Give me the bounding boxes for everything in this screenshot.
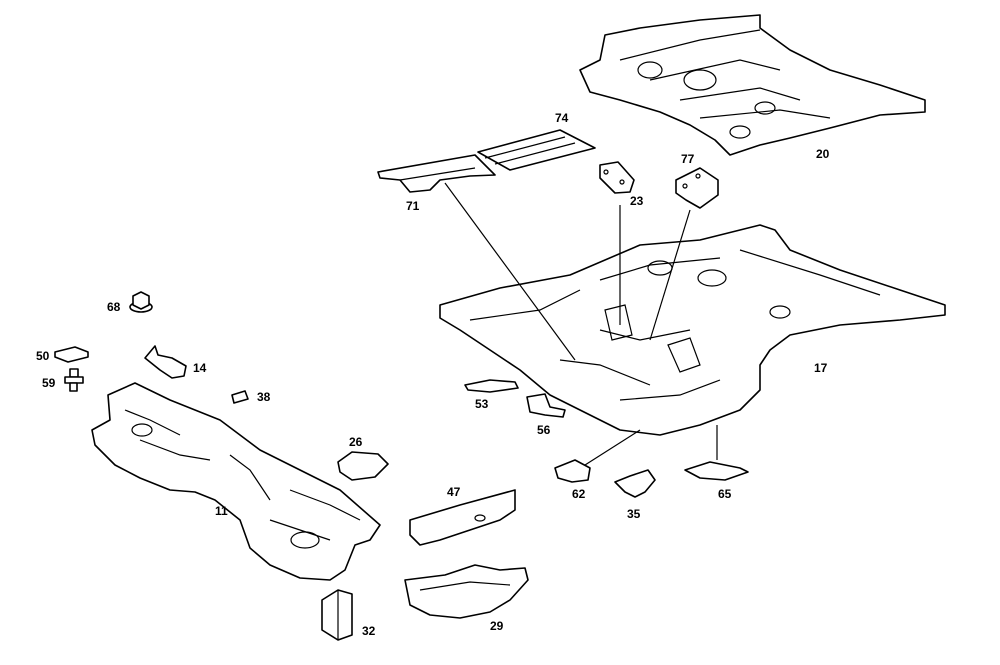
part-59-stud[interactable] — [64, 368, 84, 392]
callout-71: 71 — [406, 199, 420, 213]
part-47-side-member[interactable] — [409, 489, 516, 546]
callout-17: 17 — [814, 361, 828, 375]
part-65-support-plate[interactable] — [684, 461, 749, 481]
part-77-bracket[interactable] — [675, 167, 719, 209]
callout-20: 20 — [816, 147, 830, 161]
part-11-front-floor-section[interactable] — [91, 382, 381, 581]
callout-11: 11 — [215, 504, 228, 518]
callout-68: 68 — [107, 300, 121, 314]
part-68-flange-nut[interactable] — [129, 291, 153, 313]
part-38-angle-bracket[interactable] — [231, 390, 249, 404]
callout-65: 65 — [718, 487, 732, 501]
callout-59: 59 — [42, 376, 56, 390]
part-20-rear-floor-panel[interactable] — [579, 14, 926, 156]
part-17-main-floor-panel[interactable] — [439, 224, 946, 436]
callout-38: 38 — [257, 390, 271, 404]
callout-23: 23 — [630, 194, 644, 208]
callout-62: 62 — [572, 487, 586, 501]
callout-47: 47 — [447, 485, 461, 499]
part-50-clip-plate[interactable] — [54, 346, 89, 363]
part-56-bracket[interactable] — [526, 393, 566, 418]
part-14-clip-bracket[interactable] — [144, 345, 187, 379]
callout-74: 74 — [555, 111, 569, 125]
callout-26: 26 — [349, 435, 363, 449]
part-35-gusset[interactable] — [614, 469, 656, 498]
callout-77: 77 — [681, 152, 695, 166]
callout-53: 53 — [475, 397, 489, 411]
part-74-strip[interactable] — [477, 129, 596, 171]
part-53-strip[interactable] — [464, 379, 519, 393]
part-71-strip[interactable] — [377, 154, 496, 193]
part-23-bracket-plate[interactable] — [599, 161, 635, 194]
part-32-corner-bracket[interactable] — [321, 589, 353, 641]
callout-32: 32 — [362, 624, 376, 638]
callout-50: 50 — [36, 349, 50, 363]
callout-35: 35 — [627, 507, 641, 521]
part-26-support-bracket[interactable] — [337, 451, 389, 481]
part-62-u-bracket[interactable] — [554, 459, 591, 483]
callout-56: 56 — [537, 423, 551, 437]
part-29-side-panel[interactable] — [404, 564, 529, 619]
callout-14: 14 — [193, 361, 207, 375]
callout-29: 29 — [490, 619, 504, 633]
